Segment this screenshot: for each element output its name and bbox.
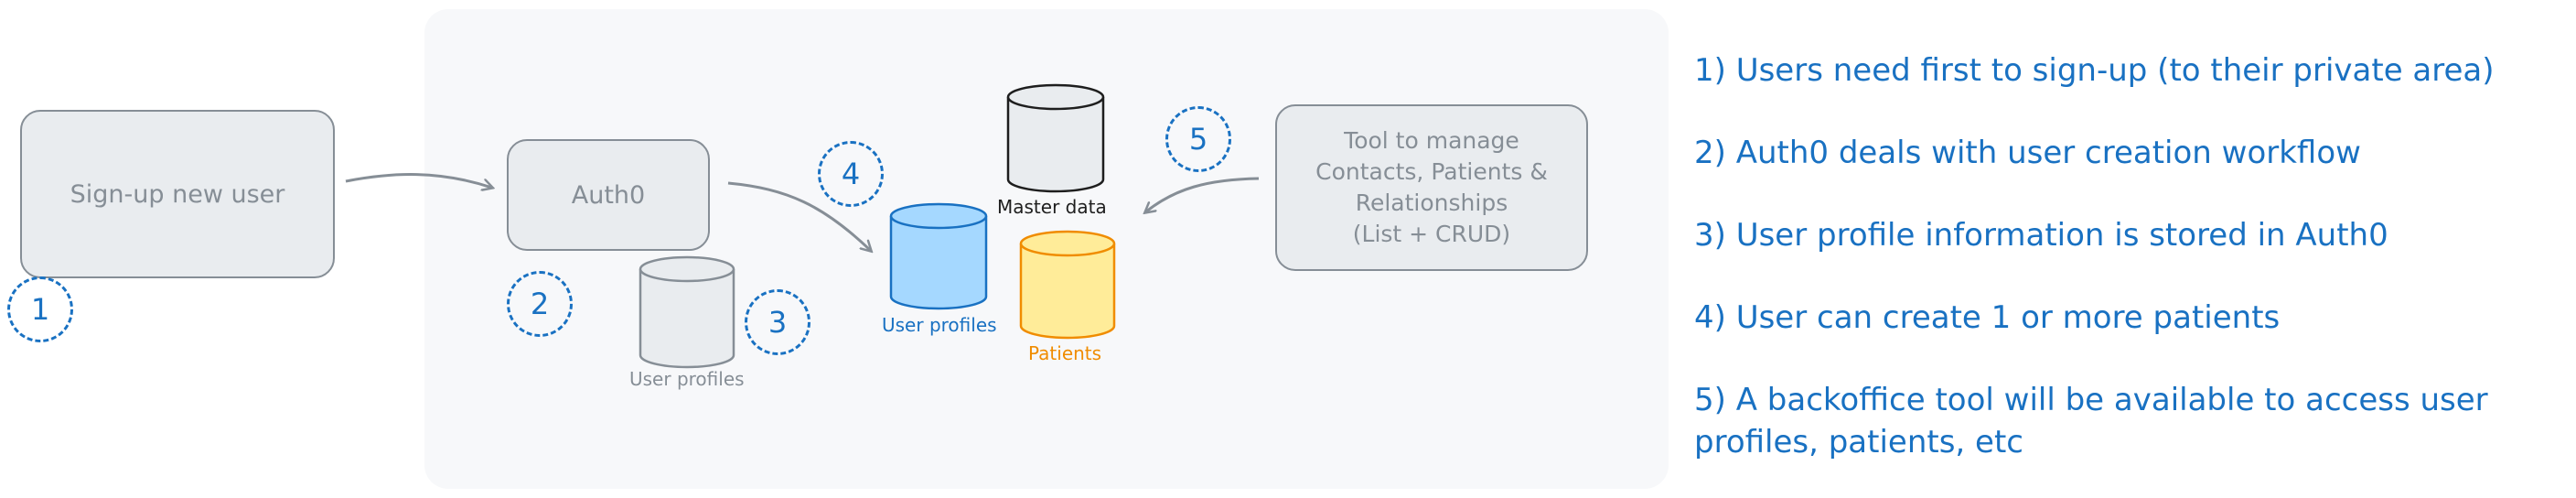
arrow-tool-to-master-data [1145,177,1260,212]
arrow-signup-to-auth0 [345,173,492,188]
arrow-auth0-to-user-profiles [727,181,871,251]
note-1: 1) Users need first to sign-up (to their… [1694,52,2495,89]
master-data-label: Master data [997,196,1107,218]
backoffice-tool-node-label: Tool to manage Contacts, Patients & Rela… [1315,127,1548,247]
note-4: 4) User can create 1 or more patients [1694,299,2281,336]
note-5: 5) A backoffice tool will be available t… [1694,382,2488,460]
user-profiles-db [889,202,988,310]
patients-label: Patients [1028,342,1102,364]
signup-node: Sign-up new user [20,110,335,278]
step-marker-2: 2 [507,271,573,337]
auth0-node-label: Auth0 [571,180,646,210]
step-marker-3: 3 [745,289,810,355]
note-3: 3) User profile information is stored in… [1694,217,2388,254]
backoffice-tool-node: Tool to manage Contacts, Patients & Rela… [1275,104,1588,271]
auth0-node: Auth0 [507,139,710,251]
step-marker-5: 5 [1165,106,1231,172]
master-data-db [1006,83,1105,193]
note-2: 2) Auth0 deals with user creation workfl… [1694,135,2361,171]
auth0-user-profiles-label: User profiles [629,368,745,390]
step-marker-1: 1 [7,276,73,342]
auth0-user-profiles-db [639,255,735,369]
step-marker-4: 4 [818,141,884,207]
user-profiles-label: User profiles [882,314,997,336]
patients-db [1019,230,1116,340]
signup-node-label: Sign-up new user [70,179,285,209]
